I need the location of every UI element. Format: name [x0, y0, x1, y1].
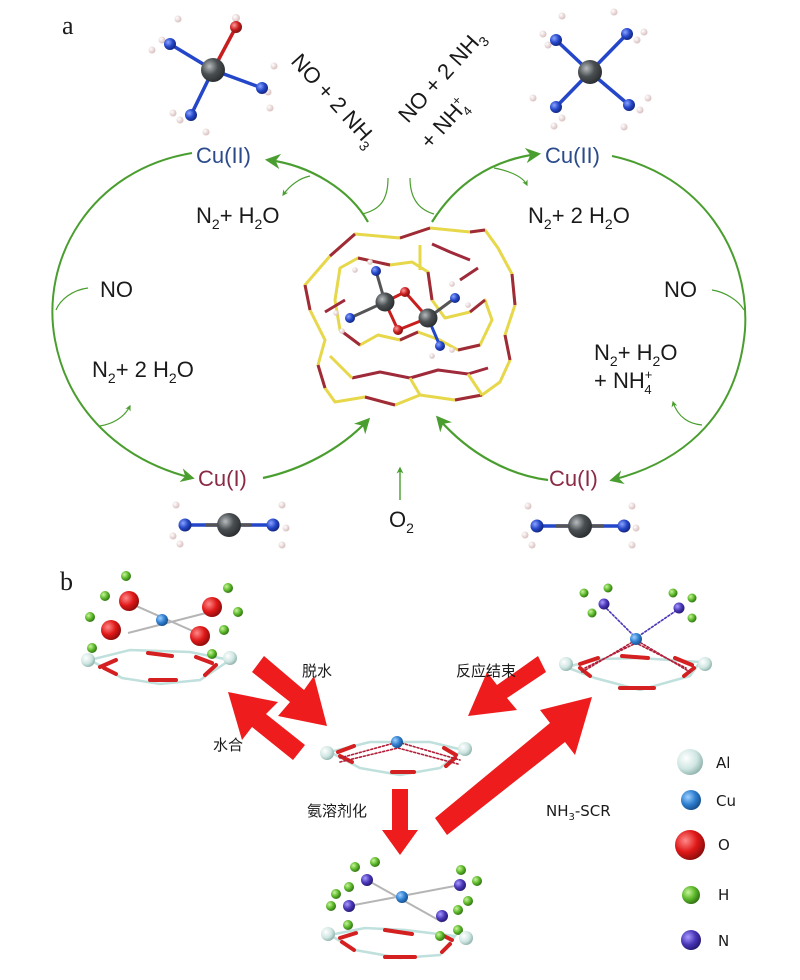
- left-product-top-label: N2+ H2O: [196, 203, 279, 232]
- molecule-cu1-diammine-left: [169, 501, 290, 549]
- scr-arrow: [435, 697, 592, 835]
- right-cu1-label: Cu(I): [549, 466, 598, 491]
- molecule-cu1-diammine-right: [521, 502, 640, 549]
- right-cycle-cu1-to-framework-arc: [435, 415, 549, 482]
- left-cu1-label: Cu(I): [198, 466, 247, 491]
- right-reactant-top-line2: + NH+4: [414, 93, 475, 156]
- zeolite-framework-cage: [303, 226, 517, 407]
- dehydration-arrow: [252, 656, 327, 726]
- right-product-side-line1: N2+ H2O: [594, 340, 677, 369]
- left-cycle-product-side-arrow: [99, 404, 131, 427]
- reaction-end-label: 反应结束: [456, 662, 516, 680]
- left-product-side-label: N2+ 2 H2O: [92, 357, 194, 386]
- panel-a-label: a: [62, 11, 74, 40]
- nh3-bound-cu-site: [559, 583, 712, 692]
- right-cycle-reactant-top-hook: [409, 177, 435, 215]
- right-reactant-side-label: NO: [664, 277, 697, 302]
- element-legend: Al Cu O H N: [675, 749, 736, 950]
- dehydrated-cu-site: [320, 736, 472, 777]
- right-cycle: [409, 147, 747, 484]
- svg-text:Al: Al: [716, 754, 730, 772]
- left-cycle-reactant-top-hook: [361, 177, 389, 215]
- svg-text:Cu: Cu: [716, 792, 736, 810]
- legend-item-o: O: [675, 830, 730, 860]
- svg-text:O: O: [718, 836, 730, 854]
- legend-item-n: N: [681, 930, 729, 950]
- right-cu2-label: Cu(II): [545, 143, 600, 168]
- legend-item-h: H: [682, 886, 729, 904]
- left-cycle-cu1-to-framework-arc: [262, 417, 371, 480]
- right-cycle-framework-to-cu2-arc: [431, 147, 542, 223]
- molecule-cu2-tetraammine: [529, 8, 652, 131]
- molecule-cu2-oh-nh3: [148, 14, 278, 136]
- right-cycle-product-side-arrow: [671, 400, 703, 426]
- oxygen-label: O2: [389, 507, 414, 536]
- ammonia-solvation-arrow: [382, 789, 418, 855]
- svg-text:N: N: [718, 932, 729, 950]
- ammonia-solvation-label: 氨溶剂化: [307, 802, 367, 820]
- left-reactant-top-label: NO + 2 NH3: [283, 49, 382, 155]
- left-cu2-label: Cu(II): [196, 143, 251, 168]
- hydration-label: 水合: [213, 736, 243, 754]
- red-arrows: [228, 656, 592, 855]
- left-reactant-side-label: NO: [100, 277, 133, 302]
- ammonia-solvated-cu-site: [321, 857, 482, 960]
- legend-item-al: Al: [677, 749, 730, 775]
- left-cycle-no-hook: [55, 287, 89, 311]
- legend-item-cu: Cu: [681, 790, 736, 810]
- svg-text:H: H: [718, 886, 729, 904]
- left-cycle-outer-arc: [51, 152, 195, 483]
- reaction-end-arrow: [468, 656, 546, 716]
- left-cycle-product-top-arrow: [282, 175, 311, 196]
- panel-b-label: b: [60, 567, 73, 596]
- left-cycle-framework-to-cu2-arc: [264, 153, 369, 223]
- dehydration-label: 脱水: [302, 662, 332, 680]
- right-cycle-outer-arc: [609, 155, 747, 484]
- hydrated-cu-site: [81, 571, 243, 686]
- nh3-scr-label: NH3-SCR: [546, 802, 611, 823]
- cu-oxo-dimer: [333, 259, 471, 359]
- right-cycle-product-top-arrow: [493, 167, 528, 187]
- hydration-arrow: [228, 692, 305, 760]
- right-product-top-label: N2+ 2 H2O: [528, 203, 630, 232]
- right-cycle-no-hook: [711, 289, 745, 311]
- left-cycle: [51, 152, 389, 483]
- right-product-side-line2: + NH+4: [594, 367, 652, 397]
